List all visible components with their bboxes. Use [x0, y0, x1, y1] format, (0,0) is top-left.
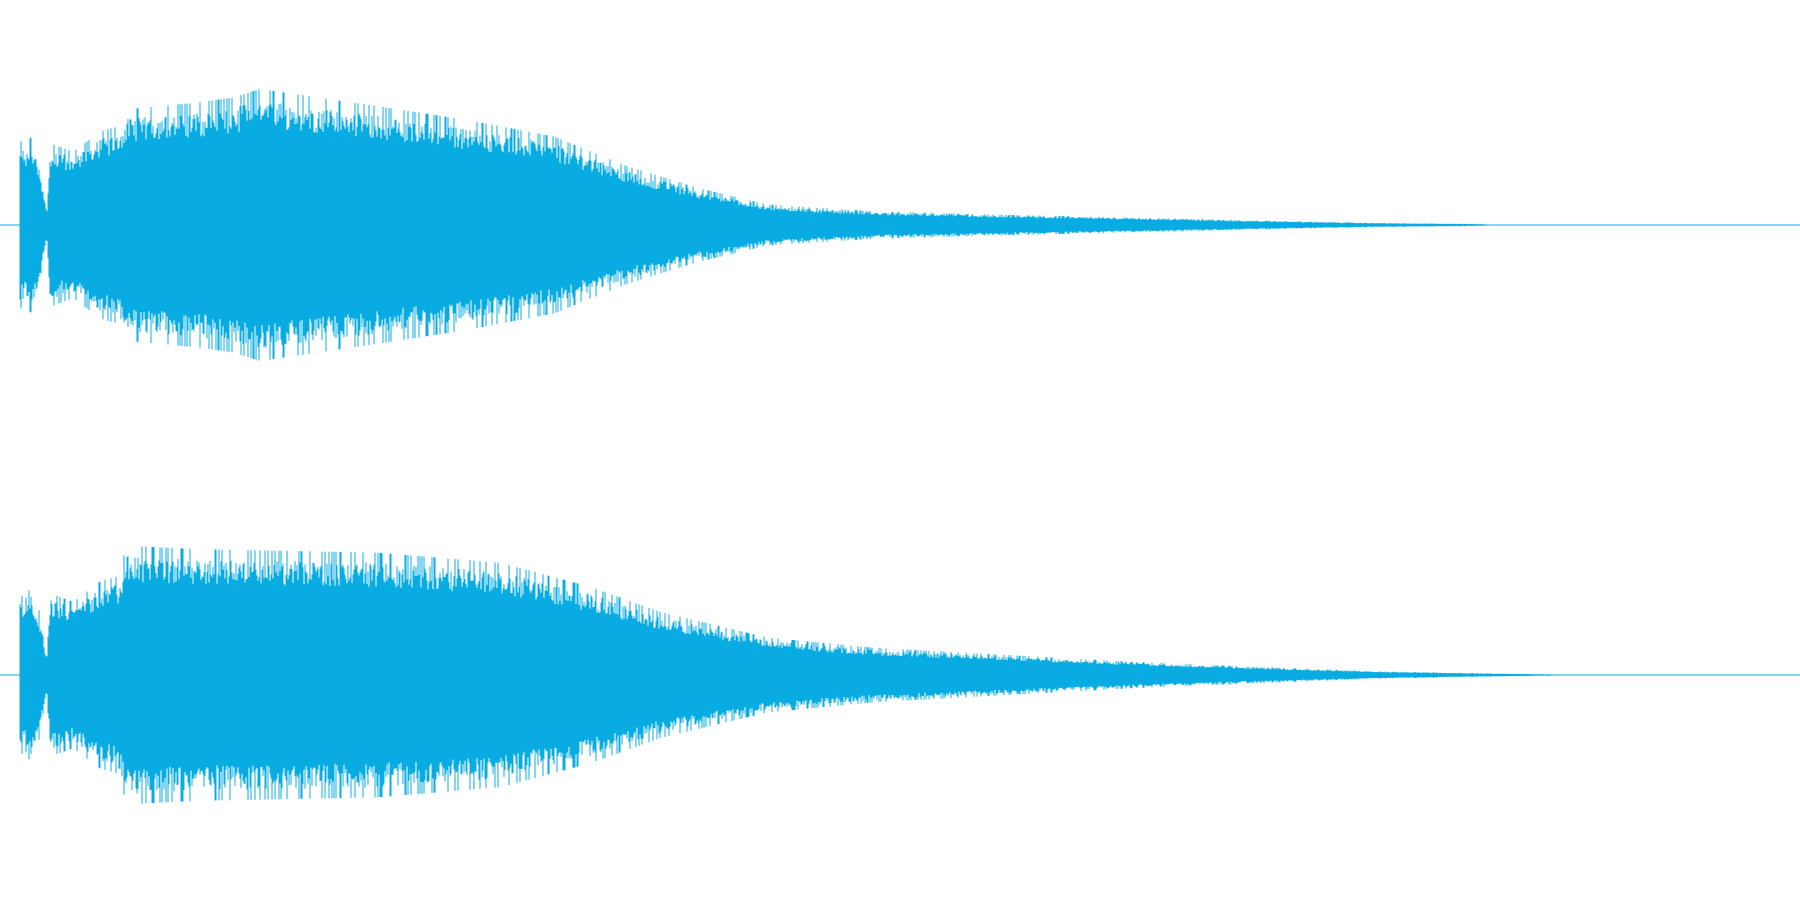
channel-1-waveform — [0, 89, 1800, 361]
channel-1-samples — [19, 89, 1497, 361]
channel-2-samples — [19, 546, 1567, 804]
channel-2-waveform — [0, 546, 1800, 804]
